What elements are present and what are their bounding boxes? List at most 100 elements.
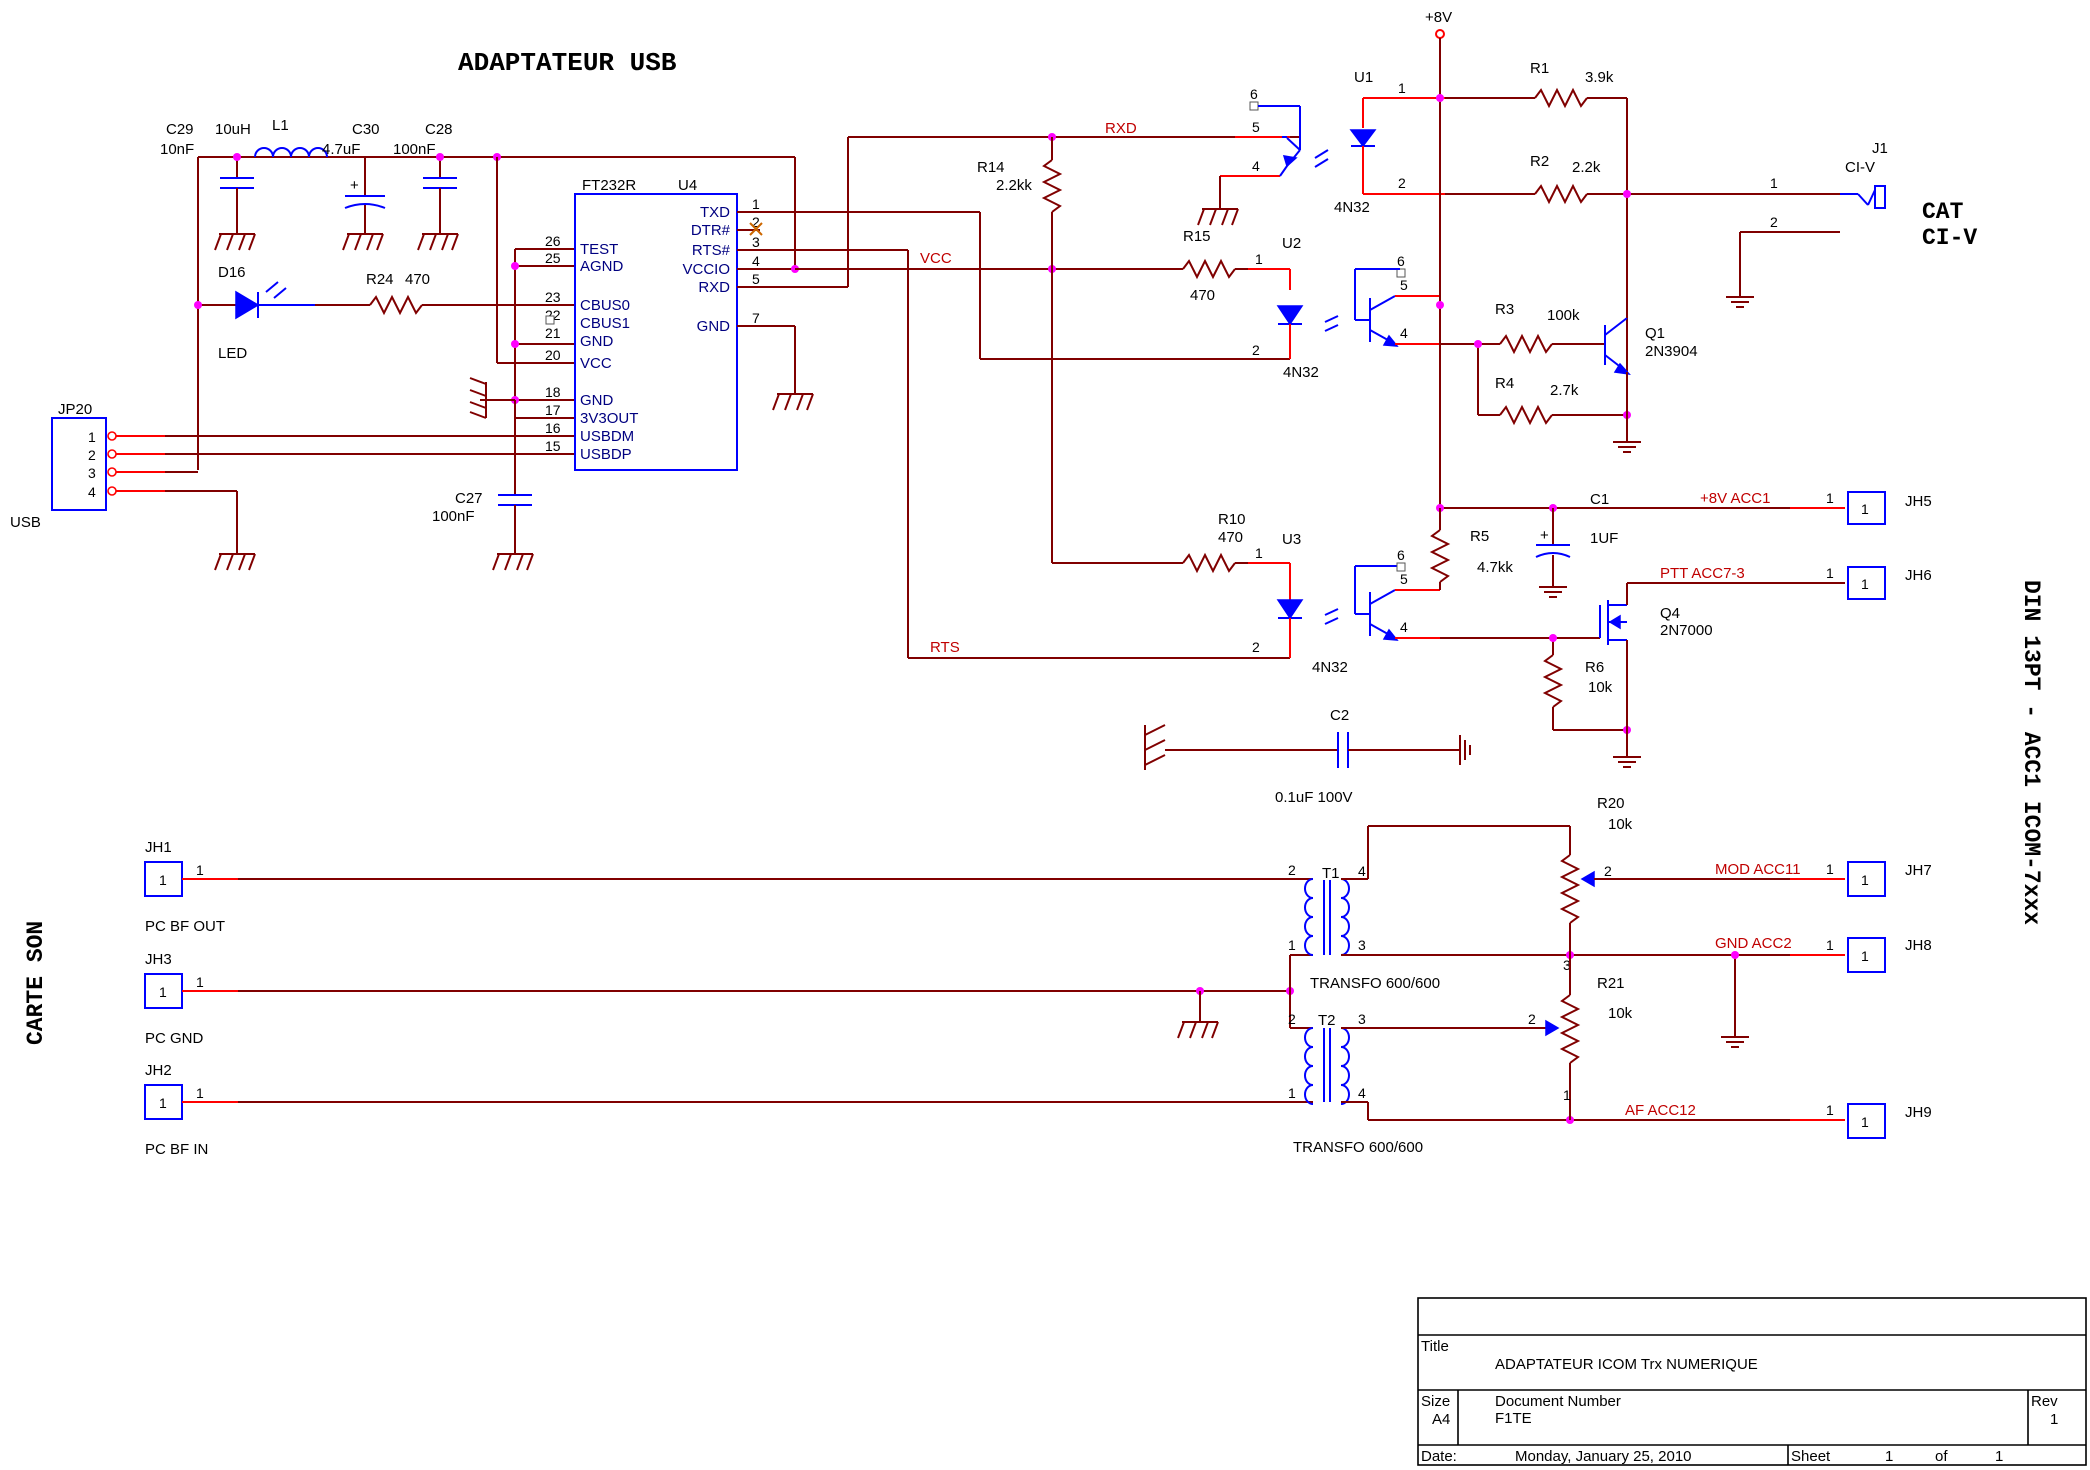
t1-ref: T1 <box>1322 865 1340 882</box>
t1-pin-1: 1 <box>1288 937 1296 953</box>
audio-section: 1 JH1 PC BF OUT 1 2 1 JH3 PC GND 1 1 JH2… <box>144 795 1932 1158</box>
ic-pin-name-agnd: AGND <box>580 258 624 275</box>
ic-pin-number-23: 23 <box>545 289 561 305</box>
jh3-pin-1: 1 <box>196 974 204 990</box>
j1-pin-1: 1 <box>1770 175 1778 191</box>
jp20-pin-3: 3 <box>88 465 96 481</box>
jh6-box-pin: 1 <box>1861 576 1869 592</box>
rev-label: Rev <box>2031 1393 2058 1410</box>
u3-value: 4N32 <box>1312 659 1348 676</box>
c28-ref: C28 <box>425 121 453 138</box>
u2-pin-4: 4 <box>1400 325 1408 341</box>
r15-value: 470 <box>1190 287 1215 304</box>
u3-q4-section: R10 470 1 2 U3 4N32 5 4 6 R5 4.7kk <box>1182 508 1932 768</box>
ic-pin-number-18: 18 <box>545 384 561 400</box>
svg-text:+: + <box>1540 527 1549 544</box>
r1-ref: R1 <box>1530 60 1549 77</box>
r20-pin-2: 2 <box>1604 863 1612 879</box>
u2-pin-5: 5 <box>1400 277 1408 293</box>
ic-pin-number-26: 26 <box>545 233 561 249</box>
civ-label: CI-V <box>1922 225 1977 251</box>
r21-ref: R21 <box>1597 975 1625 992</box>
u1-pin-5: 5 <box>1252 119 1260 135</box>
date-value: Monday, January 25, 2010 <box>1515 1448 1692 1465</box>
r5-value: 4.7kk <box>1477 559 1513 576</box>
jh3-ref: JH3 <box>145 951 172 968</box>
t1-pin-4: 4 <box>1358 863 1366 879</box>
jh1-ref: JH1 <box>145 839 172 856</box>
t1-pin-3: 3 <box>1358 937 1366 953</box>
t2-pin-4: 4 <box>1358 1085 1366 1101</box>
ic-left-ground-tie: C27 100nF <box>432 248 575 571</box>
t2-pin-1: 1 <box>1288 1085 1296 1101</box>
ic-pin-number-3: 3 <box>752 234 760 250</box>
q4-value: 2N7000 <box>1660 622 1713 639</box>
u2-value: 4N32 <box>1283 364 1319 381</box>
c27-ref: C27 <box>455 490 483 507</box>
cat-label: CAT <box>1922 199 1964 225</box>
d16-value: LED <box>218 345 247 362</box>
jh8-pin-1: 1 <box>1826 937 1834 953</box>
u1-pin-4: 4 <box>1252 158 1260 174</box>
ic-pin-name-rxd: RXD <box>698 279 730 296</box>
ic-pin-number-1: 1 <box>752 196 760 212</box>
r6-ref: R6 <box>1585 659 1604 676</box>
size-value: A4 <box>1432 1411 1450 1428</box>
ic-pin-name-gnd: GND <box>580 392 614 409</box>
ic-pin-name-cbus0: CBUS0 <box>580 297 630 314</box>
jh6-pin-1: 1 <box>1826 565 1834 581</box>
led-d16: D16 LED R24 470 <box>194 264 575 362</box>
r14-value: 2.2kk <box>996 177 1032 194</box>
t2-pin-3: 3 <box>1358 1011 1366 1027</box>
c30-ref: C30 <box>352 121 380 138</box>
usb-connector-jp20: JP20 USB 1 2 3 4 <box>10 401 575 571</box>
acc1-jh5: + C1 1UF +8V ACC1 1 1 JH5 <box>1436 490 1932 598</box>
u2-ref: U2 <box>1282 235 1301 252</box>
optocoupler-u1: 5 4 6 1 2 U1 4N32 <box>1197 69 1445 226</box>
capacitor-c2: C2 0.1uF 100V <box>1144 707 1471 806</box>
ic-pin-number-21: 21 <box>545 325 561 341</box>
u3-pin-5: 5 <box>1400 571 1408 587</box>
din-label: DIN 13PT - ACC1 ICOM-7xxx <box>2018 580 2044 925</box>
jp20-pin-4: 4 <box>88 484 96 500</box>
ic-pin-number-5: 5 <box>752 271 760 287</box>
jh3-box-pin: 1 <box>159 984 167 1000</box>
jh5-box-pin: 1 <box>1861 501 1869 517</box>
ic-ft232r: FT232R U4 TEST26AGND25CBUS023CBUS122GND2… <box>545 177 814 471</box>
of-value: 1 <box>1995 1448 2003 1465</box>
ic-pin-number-2: 2 <box>752 214 760 230</box>
ic-pin-name-rts: RTS# <box>692 242 731 259</box>
t2-ref: T2 <box>1318 1012 1336 1029</box>
c28-value: 100nF <box>393 141 436 158</box>
jh7-ref: JH7 <box>1905 862 1932 879</box>
jh7-box-pin: 1 <box>1861 872 1869 888</box>
jp20-pin-2: 2 <box>88 447 96 463</box>
ic-pin-name-vcc: VCC <box>580 355 612 372</box>
u2-pin-2: 2 <box>1252 342 1260 358</box>
docnum-label: Document Number <box>1495 1393 1621 1410</box>
ic-pin-name-3v3out: 3V3OUT <box>580 410 638 427</box>
ic-pin-name-gnd: GND <box>580 333 614 350</box>
ic-nets: VCC RXD RTS R14 2.2kk <box>737 120 1290 659</box>
net-acc1: +8V ACC1 <box>1700 490 1770 507</box>
jh2-pin-1: 1 <box>196 1085 204 1101</box>
docnum-value: F1TE <box>1495 1410 1532 1427</box>
q1-section: R3 100k R4 2.7k Q1 2N3904 <box>1440 300 1698 453</box>
jh2-box-pin: 1 <box>159 1095 167 1111</box>
r3-value: 100k <box>1547 307 1580 324</box>
jp20-ref: JP20 <box>58 401 92 418</box>
t2-value: TRANSFO 600/600 <box>1293 1139 1423 1156</box>
title-label: Title <box>1421 1338 1449 1355</box>
c2-ref: C2 <box>1330 707 1349 724</box>
ic-part: FT232R <box>582 177 636 194</box>
r20-value: 10k <box>1608 816 1633 833</box>
ic-pin-name-test: TEST <box>580 241 618 258</box>
size-label: Size <box>1421 1393 1450 1410</box>
sheet-value: 1 <box>1885 1448 1893 1465</box>
d16-ref: D16 <box>218 264 246 281</box>
r20-ref: R20 <box>1597 795 1625 812</box>
ic-pin-name-dtr: DTR# <box>691 222 731 239</box>
jp20-value: USB <box>10 514 41 531</box>
svg-text:+: + <box>350 177 359 194</box>
net-rxd: RXD <box>1105 120 1137 137</box>
